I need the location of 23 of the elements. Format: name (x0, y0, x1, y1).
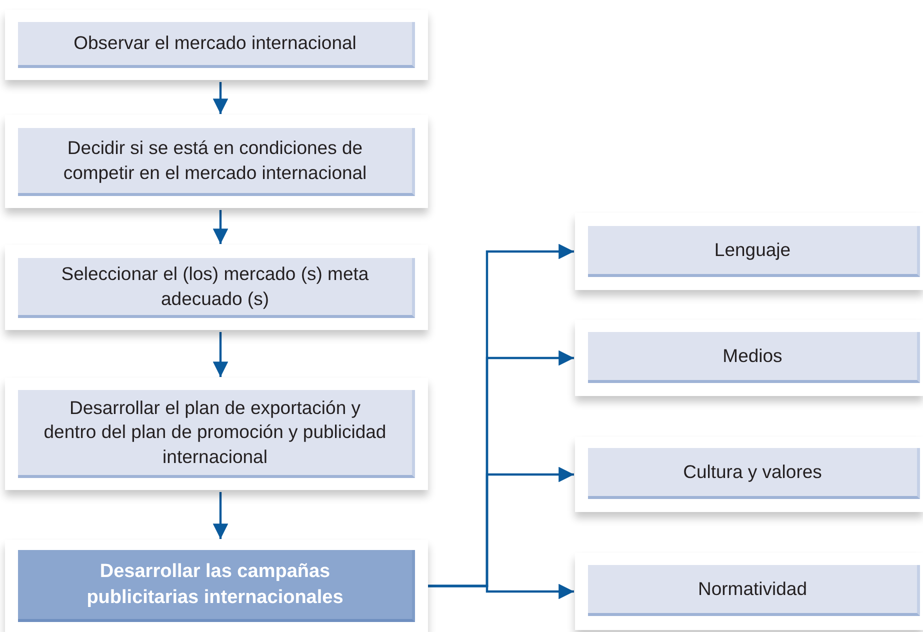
process-box (5, 540, 428, 632)
box-label: Desarrollar las campañas publicitarias internacionales (86, 560, 344, 610)
process-box (575, 553, 923, 630)
process-box (5, 10, 428, 80)
process-box (5, 115, 428, 208)
process-box (575, 213, 923, 290)
process-box (5, 245, 428, 330)
box-label: Desarrollar el plan de exportación y dentro del plan de promoción y publicidad internacional (42, 396, 388, 469)
connector-arrow (212, 492, 228, 539)
connector-arrow (212, 82, 228, 114)
process-box (5, 378, 428, 490)
connector-arrow (428, 584, 574, 600)
box-label: Decidir si se está en condiciones de competir en el mercado internacional (62, 136, 368, 185)
box-label: Normatividad (698, 576, 807, 601)
box-label: Cultura y valores (683, 460, 822, 484)
process-box (575, 437, 923, 512)
box-label: Medios (722, 344, 782, 368)
box-label: Observar el mercado internacional (74, 31, 356, 56)
connector-arrow (212, 210, 228, 244)
box-label: Lenguaje (714, 238, 791, 262)
box-label: Seleccionar el (los) mercado (s) meta adecuado (s) (60, 262, 370, 311)
connector-arrow (212, 332, 228, 377)
process-box (575, 320, 923, 396)
